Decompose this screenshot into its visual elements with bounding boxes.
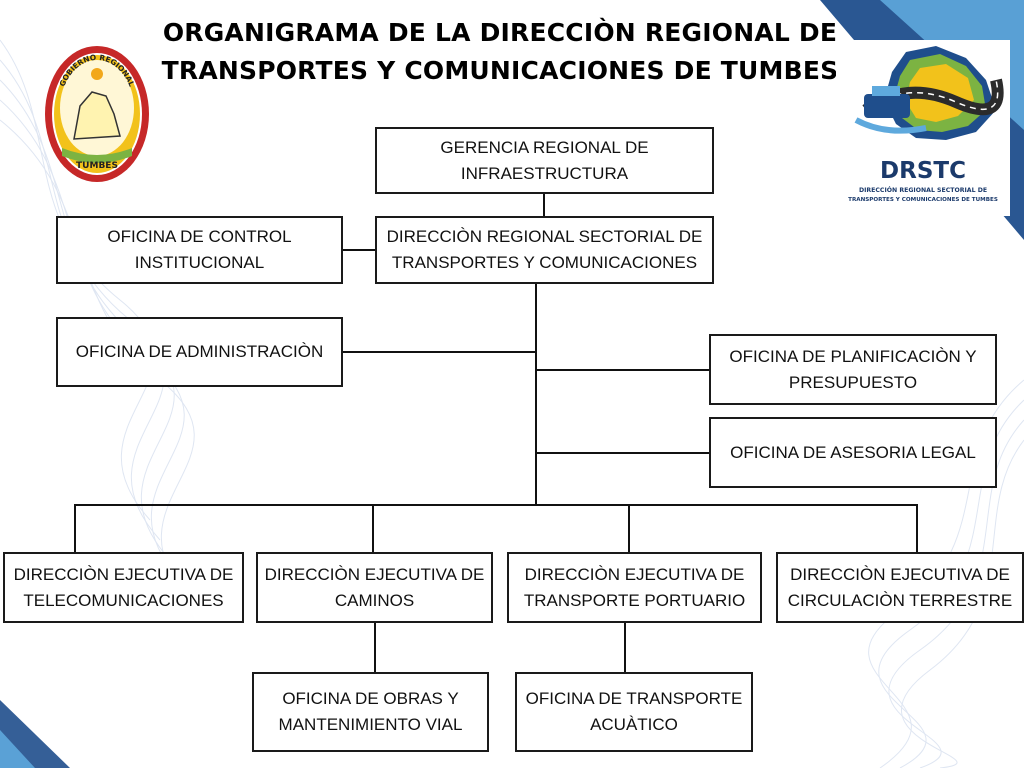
connector-telecom bbox=[74, 505, 76, 553]
node-direccion-ejecutiva-caminos: DIRECCIÒN EJECUTIVA DE CAMINOS bbox=[256, 552, 493, 623]
node-oficina-asesoria-legal: OFICINA DE ASESORIA LEGAL bbox=[709, 417, 997, 488]
node-label-line-2: CIRCULACIÒN TERRESTRE bbox=[787, 590, 1013, 610]
node-label-line-1: OFICINA DE OBRAS Y bbox=[282, 689, 459, 708]
connector-administracion bbox=[342, 351, 536, 353]
node-direccion-regional-sectorial: DIRECCIÒN REGIONAL SECTORIAL DE TRANSPORT… bbox=[375, 216, 714, 284]
connector-planificacion bbox=[536, 369, 710, 371]
node-direccion-ejecutiva-transporte-portuario: DIRECCIÒN EJECUTIVA DE TRANSPORTE PORTUAR… bbox=[507, 552, 762, 623]
node-label-line-2: TELECOMUNICACIONES bbox=[23, 590, 224, 610]
page-title-line-2: TRANSPORTES Y COMUNICACIONES DE TUMBES bbox=[161, 56, 839, 85]
connector-portuario bbox=[628, 505, 630, 552]
node-label-line-1: DIRECCIÒN EJECUTIVA DE bbox=[790, 564, 1010, 584]
node-oficina-control-institucional: OFICINA DE CONTROL INSTITUCIONAL bbox=[56, 216, 343, 284]
node-oficina-obras-mantenimiento-vial: OFICINA DE OBRAS Y MANTENIMIENTO VIAL bbox=[252, 672, 489, 752]
node-label-line-1: DIRECCIÒN EJECUTIVA DE bbox=[13, 564, 234, 584]
node-label-line-2: INSTITUCIONAL bbox=[134, 253, 265, 272]
node-oficina-planificacion-presupuesto: OFICINA DE PLANIFICACIÒN Y PRESUPUESTO bbox=[709, 334, 997, 405]
node-label-line-1: DIRECCIÒN REGIONAL SECTORIAL DE bbox=[386, 227, 703, 246]
connector-terrestre bbox=[916, 505, 918, 553]
connector-asesoria bbox=[536, 452, 710, 454]
gobierno-regional-tumbes-seal-icon: GOBIERNO REGIONAL TUMBES bbox=[45, 46, 149, 182]
connector-caminos bbox=[372, 505, 374, 552]
page-title-line-1: ORGANIGRAMA DE LA DIRECCIÒN REGIONAL DE bbox=[162, 18, 838, 47]
node-label-line-2: CAMINOS bbox=[334, 590, 415, 610]
node-label-line-1: GERENCIA REGIONAL DE bbox=[440, 137, 649, 157]
drstc-acronym: DRSTC bbox=[880, 158, 966, 184]
node-label-line-1: DIRECCIÒN EJECUTIVA DE bbox=[524, 564, 745, 584]
connector-horizontal-bus bbox=[74, 504, 918, 506]
node-oficina-transporte-acuatico: OFICINA DE TRANSPORTE ACUÀTICO bbox=[515, 672, 753, 752]
node-label-line-2: TRANSPORTES Y COMUNICACIONES bbox=[391, 253, 698, 272]
drstc-logo-icon: DRSTC DIRECCIÓN REGIONAL SECTORIAL DE TR… bbox=[836, 40, 1010, 216]
node-direccion-ejecutiva-telecomunicaciones: DIRECCIÒN EJECUTIVA DE TELECOMUNICACIONES bbox=[3, 552, 244, 623]
drstc-subtitle-line-2: TRANSPORTES Y COMUNICACIONES DE TUMBES bbox=[848, 197, 998, 203]
node-label-line-1: OFICINA DE TRANSPORTE bbox=[525, 689, 743, 708]
connector-main-trunk bbox=[535, 284, 537, 505]
page-title: ORGANIGRAMA DE LA DIRECCIÒN REGIONAL DE … bbox=[150, 14, 850, 90]
node-direccion-ejecutiva-circulacion-terrestre: DIRECCIÒN EJECUTIVA DE CIRCULACIÒN TERRES… bbox=[776, 552, 1024, 623]
node-label-line-1: OFICINA DE ADMINISTRACIÒN bbox=[75, 342, 324, 361]
node-oficina-administracion: OFICINA DE ADMINISTRACIÒN bbox=[56, 317, 343, 387]
seal-bottom-text: TUMBES bbox=[76, 161, 118, 171]
corner-shape-bottom-left-light bbox=[0, 730, 35, 768]
node-label-line-2: INFRAESTRUCTURA bbox=[460, 163, 629, 183]
node-label-line-1: OFICINA DE CONTROL bbox=[107, 227, 292, 246]
drstc-subtitle-line-1: DIRECCIÓN REGIONAL SECTORIAL DE bbox=[859, 185, 987, 194]
connector-gerencia-direccion bbox=[543, 193, 545, 217]
node-label-line-1: OFICINA DE ASESORIA LEGAL bbox=[730, 442, 976, 462]
node-label-line-2: MANTENIMIENTO VIAL bbox=[278, 715, 463, 734]
connector-portuario-acuatico bbox=[624, 622, 626, 672]
node-label-line-2: PRESUPUESTO bbox=[788, 372, 918, 392]
node-label-line-1: DIRECCIÒN EJECUTIVA DE bbox=[264, 564, 485, 584]
connector-caminos-obras bbox=[374, 622, 376, 672]
node-label-line-2: TRANSPORTE PORTUARIO bbox=[523, 590, 746, 610]
node-gerencia-regional-infraestructura: GERENCIA REGIONAL DE INFRAESTRUCTURA bbox=[375, 127, 714, 194]
node-label-line-1: OFICINA DE PLANIFICACIÒN Y bbox=[729, 346, 977, 366]
connector-control-direccion bbox=[342, 249, 376, 251]
node-label-line-2: ACUÀTICO bbox=[590, 715, 678, 734]
